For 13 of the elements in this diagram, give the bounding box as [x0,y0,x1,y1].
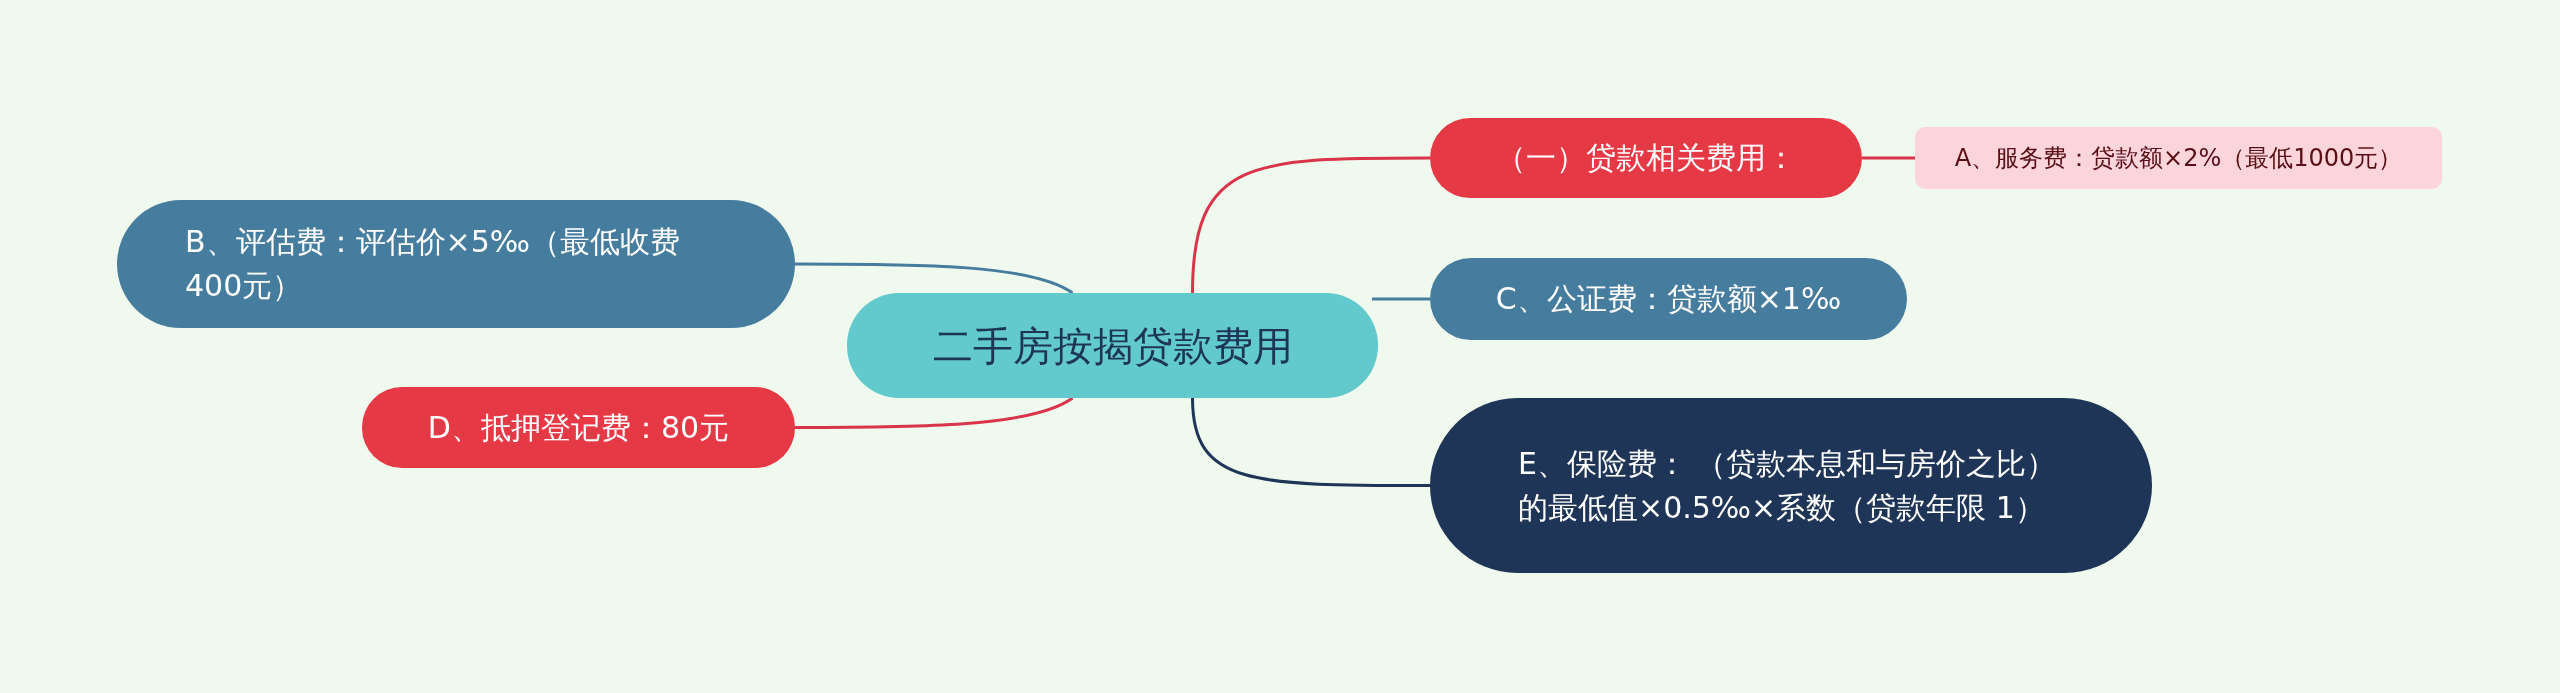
topic-pill: C、公证费：贷款额×1‰ [1430,258,1907,340]
connector-line [1372,297,1430,301]
central-topic-pill: 二手房按揭贷款费用 [847,293,1378,398]
topic-pill: D、抵押登记费：80元 [362,387,795,468]
connector-line [1191,397,1430,487]
subtopic-box: A、服务费：贷款额×2%（最低1000元） [1915,127,2442,189]
connector-line [795,396,1074,429]
connector-line [1191,156,1430,294]
topic-pill: B、评估费：评估价×5‰（最低收费400元） [117,200,795,328]
topic-pill: （一）贷款相关费用： [1430,118,1862,198]
connector-line [1862,156,1915,160]
topic-pill: E、保险费： （贷款本息和与房价之比）的最低值×0.5‰×系数（贷款年限 1） [1430,398,2152,573]
connector-line [795,262,1074,295]
